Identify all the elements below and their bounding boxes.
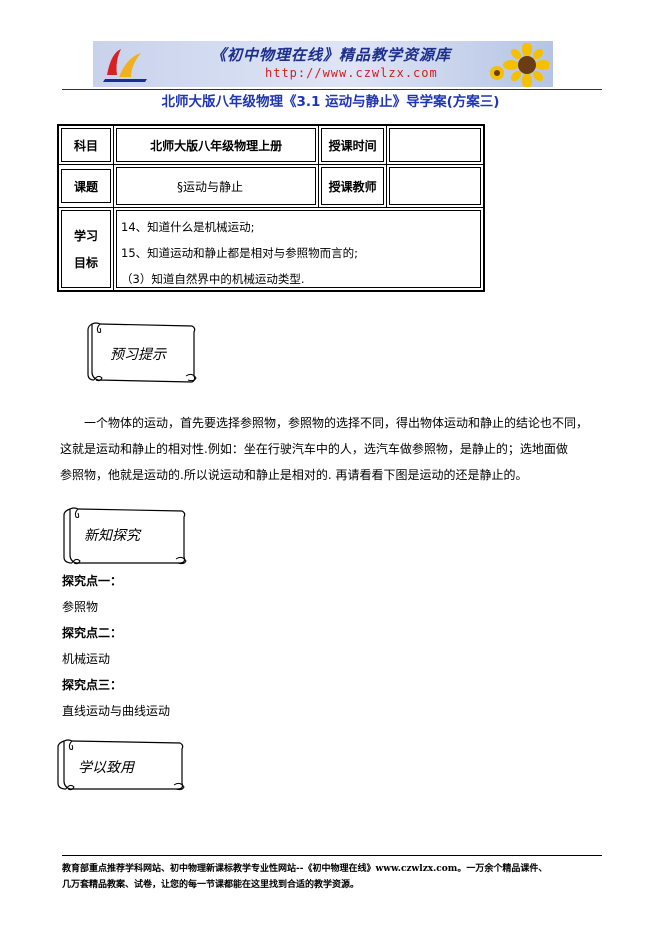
topic-label: 课题	[61, 169, 112, 203]
footer-divider	[62, 855, 602, 856]
site-logo-icon	[103, 49, 147, 82]
learning-goals-label: 学习 目标	[61, 210, 112, 288]
header-divider	[62, 89, 602, 90]
explore-point-2-label: 探究点二：	[62, 626, 123, 640]
page-footer: 教育部重点推荐学科网站、初中物理新课标教学专业性网站--《初中物理在线》www.…	[62, 861, 602, 893]
preview-heading-text: 预习提示	[110, 347, 166, 363]
teaching-time-label: 授课时间	[321, 128, 384, 162]
teaching-time-value	[389, 128, 481, 162]
apply-scroll-heading: 学以致用	[54, 737, 190, 793]
explore-point-3-label: 探究点三：	[62, 678, 123, 692]
scroll-banner-icon	[57, 739, 185, 791]
scroll-banner-icon	[63, 507, 187, 565]
explore-scroll-heading: 新知探究	[60, 505, 192, 567]
topic-value: §运动与静止	[116, 167, 317, 205]
lesson-info-table: 科目 北师大版八年级物理上册 授课时间 课题 §运动与静止 授课教师 学习 目标…	[57, 124, 485, 292]
preview-line: 参照物，他就是运动的.所以说运动和静止是相对的. 再请看看下图是运动的还是静止的…	[60, 468, 528, 482]
banner-title: 《初中物理在线》精品教学资源库	[211, 46, 452, 64]
banner-url: http://www.czwlzx.com	[265, 66, 438, 80]
goal-label-line-2: 目标	[74, 256, 99, 270]
explore-point-1-label: 探究点一：	[62, 574, 123, 588]
subject-value: 北师大版八年级物理上册	[116, 128, 317, 162]
subject-label: 科目	[61, 128, 112, 162]
apply-heading-text: 学以致用	[78, 760, 134, 776]
teacher-value	[389, 167, 481, 205]
goal-item: 15、知道运动和静止都是相对与参照物而言的;	[121, 246, 359, 260]
preview-scroll-heading: 预习提示	[84, 320, 202, 384]
learning-goals-list: 14、知道什么是机械运动; 15、知道运动和静止都是相对与参照物而言的; （3）…	[116, 210, 481, 288]
header-banner: 《初中物理在线》精品教学资源库 http://www.czwlzx.com	[93, 41, 553, 87]
goal-item: 14、知道什么是机械运动;	[121, 220, 255, 234]
teacher-label: 授课教师	[321, 167, 384, 205]
explore-point-2-text: 机械运动	[62, 652, 111, 666]
explore-point-1-text: 参照物	[62, 600, 99, 614]
preview-paragraph: 一个物体的运动，首先要选择参照物，参照物的选择不同，得出物体运动和静止的结论也不…	[60, 410, 600, 488]
goal-label-line-1: 学习	[74, 229, 99, 243]
explore-point-3-text: 直线运动与曲线运动	[62, 704, 171, 718]
preview-line: 这就是运动和静止的相对性.例如：坐在行驶汽车中的人，选汽车做参照物，是静止的；选…	[60, 442, 568, 456]
document-title: 北师大版八年级物理《3.1 运动与静止》导学案(方案三)	[161, 94, 500, 110]
goal-item: （3）知道自然界中的机械运动类型.	[121, 272, 305, 286]
sunflower-icon	[490, 43, 549, 87]
footer-line: 教育部重点推荐学科网站、初中物理新课标教学专业性网站--《初中物理在线》www.…	[62, 864, 548, 874]
preview-line: 一个物体的运动，首先要选择参照物，参照物的选择不同，得出物体运动和静止的结论也不…	[84, 416, 589, 430]
scroll-banner-icon	[87, 322, 197, 383]
explore-heading-text: 新知探究	[84, 528, 140, 544]
footer-line: 几万套精品教案、试卷，让您的每一节课都能在这里找到合适的教学资源。	[62, 880, 360, 890]
